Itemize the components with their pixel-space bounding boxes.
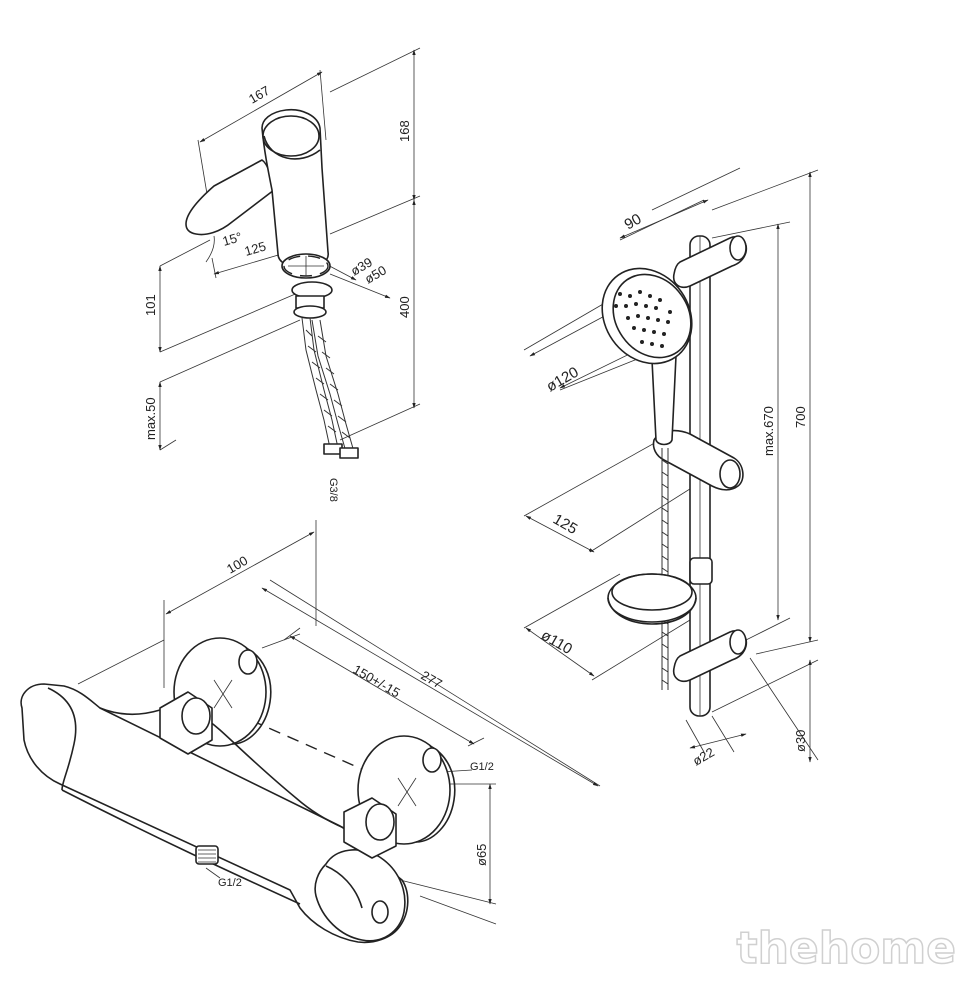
faucet-spout <box>185 159 275 236</box>
shower-set: 90 ø120 125 ø110 max.670 700 ø30 ø22 <box>523 167 819 769</box>
mixer-outlet-thread-label: G1/2 <box>470 761 494 773</box>
mixer-depth-label: 100 <box>224 553 250 577</box>
site-watermark: thehome <box>736 922 957 975</box>
thermostatic-mixer: 100 277 150+/-15 ø65 G1/2 G1/2 <box>20 520 601 944</box>
basin-faucet: 167 168 400 101 max.50 125 15° ø39 ø50 <box>143 47 421 502</box>
shower-hose <box>661 448 669 690</box>
mixer-bottom-outlet <box>195 845 221 879</box>
shower-dish-diameter-label: ø110 <box>538 627 575 658</box>
faucet-hose-length-label: 400 <box>397 296 412 318</box>
faucet-thread-label: G3/8 <box>327 478 339 502</box>
faucet-height-label: 168 <box>397 120 412 142</box>
faucet-hoses <box>301 317 359 459</box>
shower-head-nozzles <box>614 290 672 348</box>
faucet-body-height-label: 101 <box>143 294 158 316</box>
faucet-max-thickness-label: max.50 <box>143 397 158 440</box>
mixer-total-length-label: 277 <box>419 668 445 692</box>
mixer-centers-label: 150+/-15 <box>351 662 403 701</box>
mixer-right-inlet-nut <box>343 797 397 859</box>
mixer-left-inlet-nut <box>159 691 213 755</box>
shower-holder-offset-label: 125 <box>550 511 580 538</box>
soap-dish <box>607 557 713 625</box>
hand-shower <box>601 267 693 446</box>
shower-rail-height-label: 700 <box>793 406 808 428</box>
shower-rail-diameter-label: ø22 <box>690 744 717 768</box>
faucet-angle-label: 15° <box>221 229 244 249</box>
mixer-flange-diameter-label: ø65 <box>474 844 489 866</box>
mixer-body <box>20 683 409 944</box>
shower-slide-travel-label: max.670 <box>761 406 776 456</box>
mixer-inlet-thread-label: G1/2 <box>218 877 242 889</box>
shower-bracket-diameter-label: ø30 <box>793 730 808 752</box>
faucet-reach-label: 125 <box>243 238 268 258</box>
mixer-handle-cap <box>371 900 389 924</box>
shower-depth-label: 90 <box>622 210 645 233</box>
faucet-handle-top <box>262 115 320 157</box>
shower-head-diameter-label: ø120 <box>544 364 582 396</box>
